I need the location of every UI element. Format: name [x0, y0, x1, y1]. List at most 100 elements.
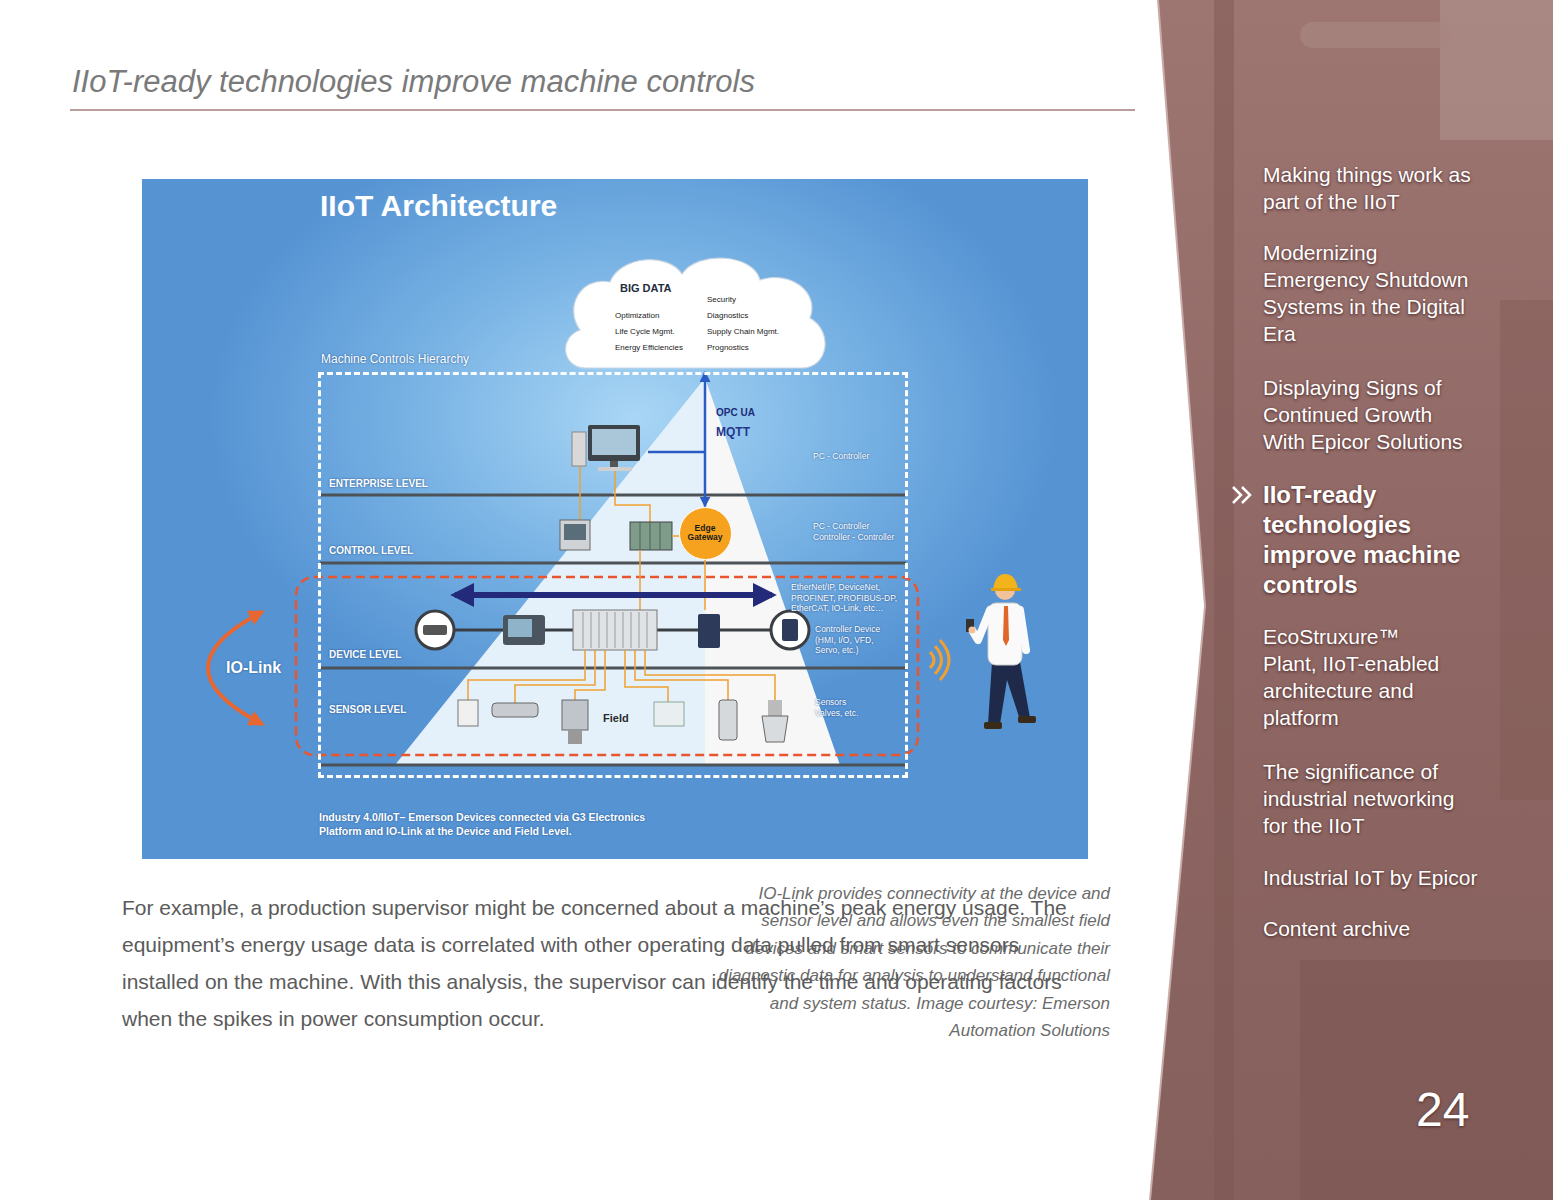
valve-body: [762, 716, 788, 742]
protocol-label: MQTT: [716, 425, 750, 439]
field-wire: [639, 550, 641, 610]
page-number: 24: [1416, 1082, 1469, 1137]
level-line: [320, 494, 906, 497]
pyramid-left-face: [395, 378, 705, 765]
active-chevron: [1233, 487, 1250, 503]
sensor-box: [458, 700, 478, 726]
node-text: Edge Gateway: [685, 524, 725, 543]
smart-sensor: [719, 700, 737, 740]
controller-rack: [630, 522, 672, 550]
field-wire: [515, 650, 595, 703]
nav-item: Displaying Signs of Continued Growth Wit…: [1263, 374, 1473, 455]
pc-stand: [610, 461, 618, 467]
valve-actuator: [768, 700, 782, 716]
nav-item: Industrial IoT by Epicor: [1263, 864, 1488, 891]
data-link-arrow: [704, 372, 707, 507]
machine-beam: [1214, 0, 1234, 1200]
nav-item-active: IIoT-ready technologies improve machine …: [1263, 480, 1478, 600]
level-name: DEVICE LEVEL: [329, 649, 401, 660]
nav-item: Modernizing Emergency Shutdown Systems i…: [1263, 239, 1483, 347]
title-rule: [70, 109, 1135, 111]
node-text: IIoT Architecture: [320, 189, 557, 223]
page-title: IIoT-ready technologies improve machine …: [72, 64, 755, 100]
pc-keyboard: [598, 467, 632, 471]
node-text: Supply Chain Mgmt.: [707, 327, 779, 336]
level-name: SENSOR LEVEL: [329, 704, 406, 715]
node-text: Diagnostics: [707, 311, 748, 320]
sidebar-photo: [1150, 0, 1553, 1200]
io-rack: [573, 610, 657, 650]
level-note: PC - Controller: [813, 451, 869, 462]
io-link-zone: [296, 577, 918, 755]
field-wire: [704, 559, 706, 610]
node-text: Life Cycle Mgmt.: [615, 327, 675, 336]
level-note: Sensors Valves, etc.: [815, 697, 865, 718]
fieldbus-note: EtherNet/IP, DeviceNet, PROFINET, PROFIB…: [791, 582, 902, 614]
level-note: Controller Device (HMI, I/O, VFD, Servo,…: [815, 624, 887, 656]
worker-hard-hat: [993, 574, 1018, 590]
nav-item: Content archive: [1263, 915, 1483, 942]
controller-slots: [640, 522, 660, 550]
field-label: Field: [603, 712, 629, 724]
edge-gateway-circle: Edge Gateway: [679, 507, 732, 560]
worker-hat-brim: [991, 588, 1021, 591]
field-wire: [615, 471, 650, 522]
field-wire: [579, 466, 581, 520]
protocol-label: OPC UA: [716, 407, 755, 418]
node-text: Prognostics: [707, 343, 749, 352]
worker-shoe: [984, 722, 1002, 729]
valve-manifold-base: [568, 730, 582, 744]
io-module: [654, 702, 684, 726]
hmi-device: [503, 615, 545, 645]
node-text: Machine Controls Hierarchy: [321, 352, 469, 366]
io-rack-slots: [583, 612, 647, 648]
device-module: [423, 625, 447, 635]
worker-arm: [972, 610, 990, 640]
node-text: Optimization: [615, 311, 659, 320]
pc-screen: [592, 429, 636, 455]
pc-tower: [572, 432, 586, 466]
hmi-screen: [508, 619, 532, 637]
device-ring: [771, 611, 809, 649]
level-name: CONTROL LEVEL: [329, 545, 413, 556]
data-branch-line: [648, 451, 705, 454]
device-ring: [416, 611, 454, 649]
worker-hand: [969, 627, 976, 634]
control-hmi-screen: [564, 524, 586, 540]
fieldbus-arrow: [455, 592, 772, 598]
body-paragraph: For example, a production supervisor mig…: [122, 889, 1097, 1180]
machine-pipe: [1300, 22, 1450, 48]
text-wrap-spacer: [622, 1000, 1097, 1180]
node-text: Industry 4.0/IIoT– Emerson Devices conne…: [319, 811, 679, 838]
node-text: Energy Efficiencies: [615, 343, 683, 352]
vfd-device: [698, 614, 720, 648]
level-note: PC - Controller Controller - Controller: [813, 521, 901, 542]
level-line: [320, 562, 906, 565]
worker-arm: [1020, 610, 1026, 650]
level-name: ENTERPRISE LEVEL: [329, 478, 428, 489]
servo-device: [782, 619, 798, 641]
diagram-panel: IIoT ArchitectureIndustry 4.0/IIoT– Emer…: [142, 179, 1088, 859]
cloud-outline: [558, 252, 832, 372]
nav-item: The significance of industrial networkin…: [1263, 758, 1463, 839]
machine-column: [1500, 300, 1553, 800]
machine-panel: [1440, 0, 1553, 140]
nav-item: EcoStruxure™ Plant, IIoT-enabled archite…: [1263, 623, 1453, 731]
valve-manifold: [562, 700, 588, 730]
level-line: [320, 667, 906, 670]
worker-shoe: [1018, 716, 1036, 723]
worker-tie: [1003, 606, 1009, 646]
node-text: Security: [707, 295, 736, 304]
io-link-label: IO-Link: [226, 659, 281, 677]
worker-legs: [988, 662, 1030, 724]
cloud-path: [566, 258, 826, 368]
field-wire: [468, 650, 585, 700]
nav-item: Making things work as part of the IIoT: [1263, 161, 1483, 215]
wireless-signal: [930, 640, 949, 680]
pc-monitor: [588, 425, 640, 461]
control-hmi: [560, 520, 590, 550]
pneumatic-cylinder: [492, 703, 538, 717]
field-wire: [645, 650, 775, 700]
field-wire: [575, 650, 605, 700]
